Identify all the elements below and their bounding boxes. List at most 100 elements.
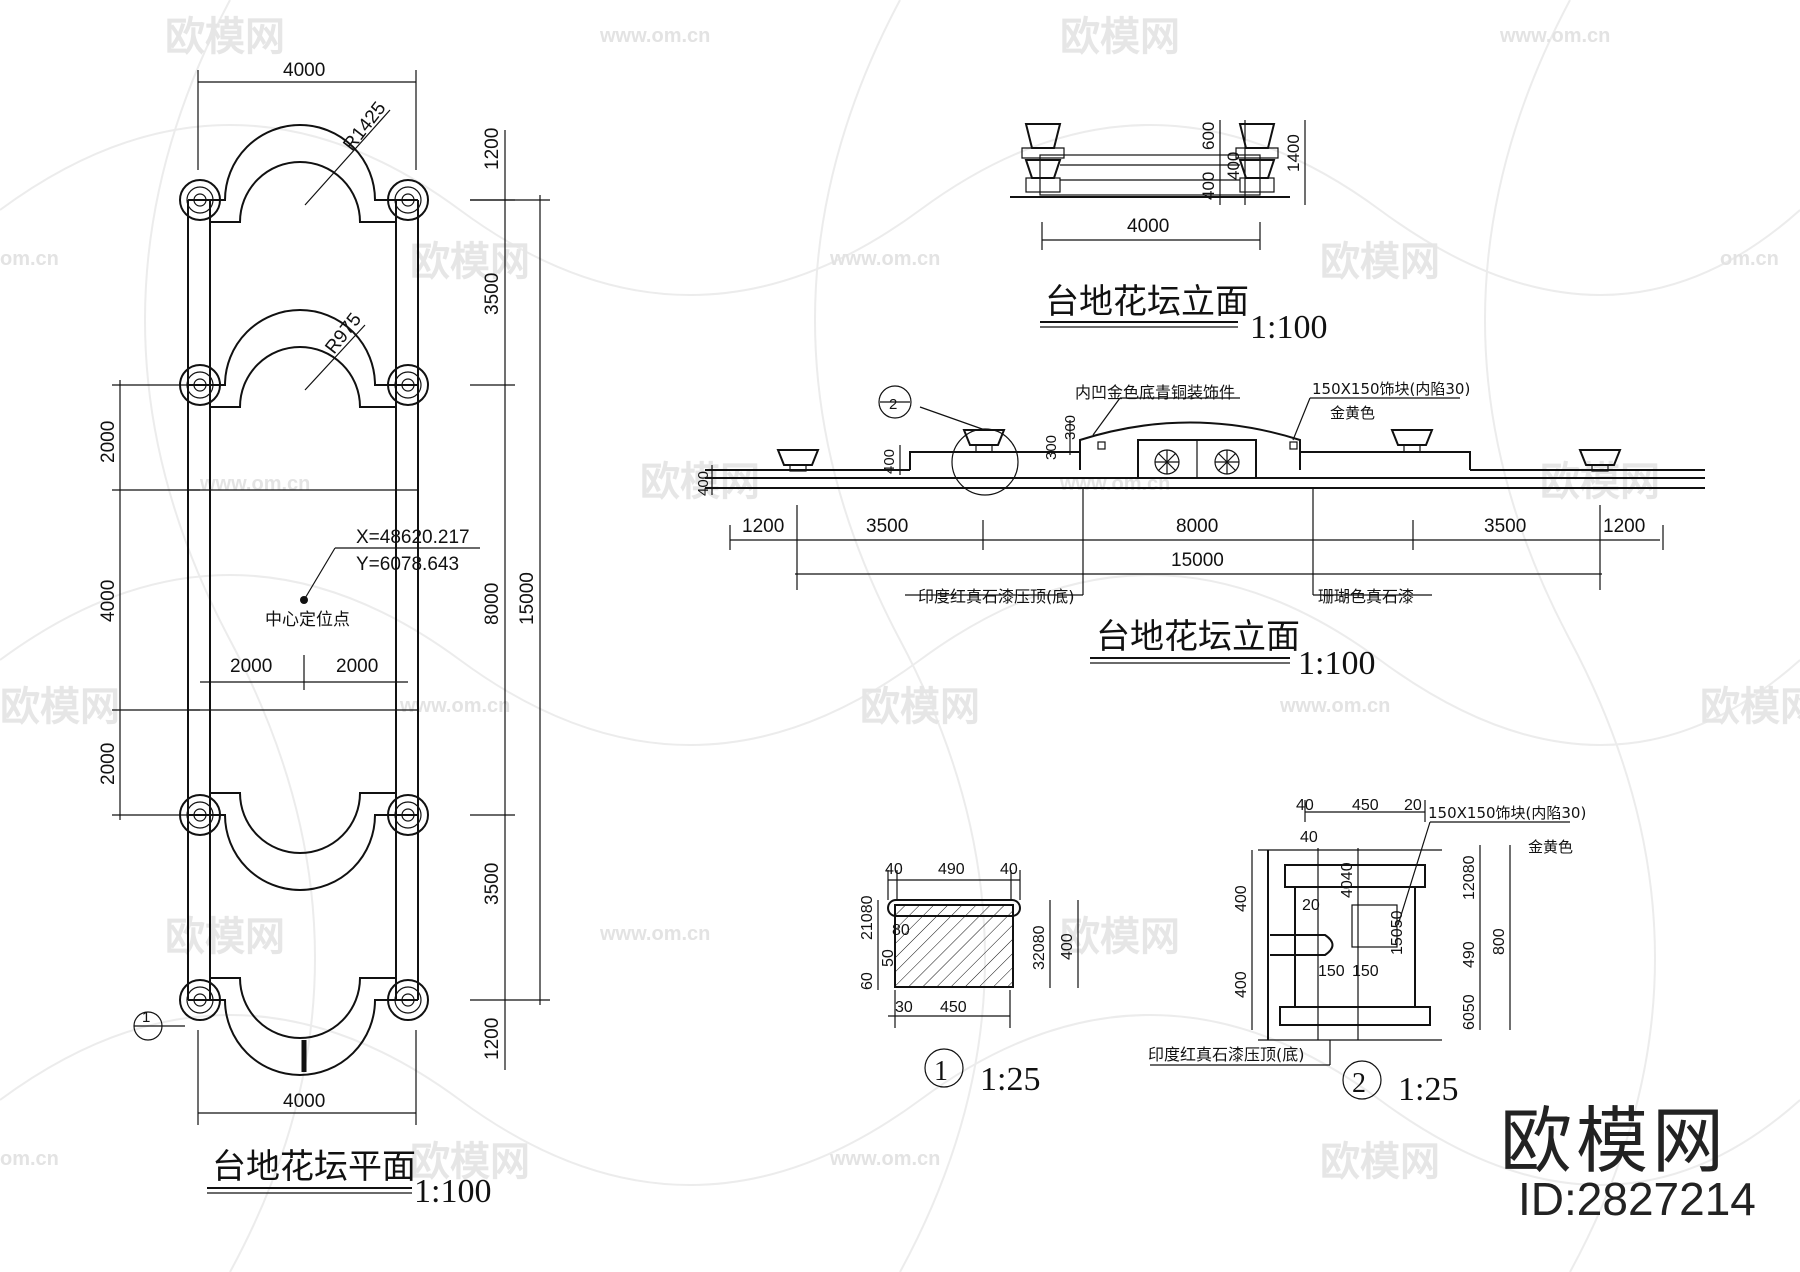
small-elev-title: 台地花坛立面 xyxy=(1045,282,1249,322)
large-elev-material-right: 珊瑚色真石漆 xyxy=(1318,587,1414,606)
watermark-url: www.om.cn xyxy=(599,923,710,945)
watermark-brand: 欧模网 xyxy=(410,239,530,285)
watermark-brand: 欧模网 xyxy=(1320,1139,1440,1185)
plan-center-label: 中心定位点 xyxy=(265,610,350,630)
small-elev-width: 4000 xyxy=(1127,216,1169,237)
d1-left-80: 80 xyxy=(892,922,910,939)
d1-right-stack: 32080 xyxy=(1031,925,1048,970)
plan-scale: 1:100 xyxy=(414,1173,491,1210)
d2-top-40b: 40 xyxy=(1300,829,1318,846)
large-elev-h300a: 300 xyxy=(1043,435,1060,460)
large-elev-scale: 1:100 xyxy=(1298,645,1375,682)
plan-right-mid: 8000 xyxy=(482,583,503,625)
watermark-url: www.om.cn xyxy=(599,25,710,47)
d2-left-400a: 400 xyxy=(1233,885,1250,912)
d2-top-40: 40 xyxy=(1296,797,1314,814)
d1-mark: 1 xyxy=(934,1056,948,1087)
d1-top-40b: 40 xyxy=(1000,861,1018,878)
pillar-icon xyxy=(179,179,429,1021)
large-elev-title: 台地花坛立面 xyxy=(1096,617,1300,657)
plan-left-seg: 2000 xyxy=(98,743,119,785)
large-elev-seg2: 3500 xyxy=(866,516,908,537)
watermark-brand: 欧模网 xyxy=(1060,914,1180,960)
plan-view: 4000 4000 R1425 R975 3500 1200 3500 1200… xyxy=(98,60,550,1210)
watermark-url: www.om.cn xyxy=(199,473,310,495)
plan-left-seg: 2000 xyxy=(98,421,119,463)
plan-right-total: 15000 xyxy=(517,572,538,625)
watermark-brand: 欧模网 xyxy=(1060,14,1180,60)
small-elev-h400a: 400 xyxy=(1199,172,1218,200)
plan-right-seg: 3500 xyxy=(482,273,503,315)
large-elev-note-block: 150X150饰块(内陷30) xyxy=(1312,380,1470,398)
watermark-url: www.om.cn xyxy=(829,248,940,270)
large-elev-callout-mark: 2 xyxy=(889,396,897,413)
plan-section-mark: 1 xyxy=(142,1009,150,1026)
large-elev-seg1: 1200 xyxy=(742,516,784,537)
brand-id: ID:2827214 xyxy=(1518,1173,1756,1225)
detail-2: 40 450 20 40 150X150饰块(内陷30) 金黄色 400 400… xyxy=(1148,797,1586,1108)
urn-icon xyxy=(1021,123,1279,193)
watermark-brand: 欧模网 xyxy=(0,684,120,730)
d1-scale: 1:25 xyxy=(980,1061,1040,1098)
small-elev-h400b: 400 xyxy=(1224,152,1243,180)
watermark-brand: 欧模网 xyxy=(165,914,285,960)
small-elev-h1400: 1400 xyxy=(1284,134,1303,172)
d1-bot-450: 450 xyxy=(940,999,967,1016)
watermark-brand: 欧模网 xyxy=(165,14,285,60)
watermark-brand: 欧模网 xyxy=(640,459,760,505)
d1-left-50: 50 xyxy=(880,949,897,967)
watermark-texts: 欧模网 欧模网 欧模网 欧模网 欧模网 欧模网 欧模网 欧模网 欧模网 欧模网 … xyxy=(0,14,1800,1185)
d2-inner-150b: 150 xyxy=(1352,963,1379,980)
watermark-brand: 欧模网 xyxy=(410,1139,530,1185)
d2-top-20: 20 xyxy=(1404,797,1422,814)
large-elev-seg5: 1200 xyxy=(1603,516,1645,537)
d2-inner-150a: 150 xyxy=(1318,963,1345,980)
d1-left-stack: 21080 xyxy=(859,895,876,940)
small-elev-h600: 600 xyxy=(1199,122,1218,150)
d2-right-stack: 12080 xyxy=(1461,855,1478,900)
watermark-url: www.om.cn xyxy=(1279,695,1390,717)
watermark-brand: 欧模网 xyxy=(1700,684,1800,730)
plan-coord-y: Y=6078.643 xyxy=(356,554,459,575)
d2-right-6050: 6050 xyxy=(1461,994,1478,1030)
small-elev-scale: 1:100 xyxy=(1250,309,1327,346)
watermark-url: www.om.cn xyxy=(1059,473,1170,495)
d2-inner-1505: 15050 xyxy=(1389,910,1406,955)
large-elev-material-left: 印度红真石漆压顶(底) xyxy=(918,587,1075,606)
large-elev-total: 15000 xyxy=(1171,550,1224,571)
plan-top-width: 4000 xyxy=(283,60,325,81)
large-elev-seg4: 3500 xyxy=(1484,516,1526,537)
watermark-brand: 欧模网 xyxy=(1540,459,1660,505)
d2-mark: 2 xyxy=(1352,1068,1366,1099)
d2-material: 印度红真石漆压顶(底) xyxy=(1148,1045,1305,1064)
plan-radius-small: R975 xyxy=(321,309,366,358)
large-elev-note-gold: 金黄色 xyxy=(1330,404,1375,422)
plan-coord-x: X=48620.217 xyxy=(356,527,470,548)
d2-inner-4040: 4040 xyxy=(1339,862,1356,898)
watermark-brand: 欧模网 xyxy=(860,684,980,730)
large-elev-h400b: 400 xyxy=(881,449,898,474)
plan-radius-large: R1425 xyxy=(339,98,390,155)
d2-left-400b: 400 xyxy=(1233,971,1250,998)
watermark-url: www.om.cn xyxy=(1499,25,1610,47)
large-elev-h300b: 300 xyxy=(1062,415,1079,440)
d1-bot-30: 30 xyxy=(895,999,913,1016)
watermark-url: www.om.cn xyxy=(829,1148,940,1170)
d1-top-40a: 40 xyxy=(885,861,903,878)
d2-right-800: 800 xyxy=(1491,928,1508,955)
d2-scale: 1:25 xyxy=(1398,1071,1458,1108)
small-elevation: 4000 600 400 400 1400 台地花坛立面 1:100 xyxy=(1010,120,1327,346)
urn-icon xyxy=(776,429,1622,472)
watermark-url: om.cn xyxy=(0,248,59,270)
plan-bottom-width: 4000 xyxy=(283,1091,325,1112)
brand-logo: 欧模网 xyxy=(1500,1099,1729,1183)
d2-inner-20: 20 xyxy=(1302,897,1320,914)
d2-note-block: 150X150饰块(内陷30) xyxy=(1428,804,1586,822)
d2-right-490: 490 xyxy=(1461,941,1478,968)
plan-left-seg: 4000 xyxy=(98,580,119,622)
watermark-url: om.cn xyxy=(0,1148,59,1170)
large-elev-note-ornament: 内凹金色底青铜装饰件 xyxy=(1075,383,1235,402)
d2-top-450: 450 xyxy=(1352,797,1379,814)
large-elev-h400: 400 xyxy=(695,471,712,496)
